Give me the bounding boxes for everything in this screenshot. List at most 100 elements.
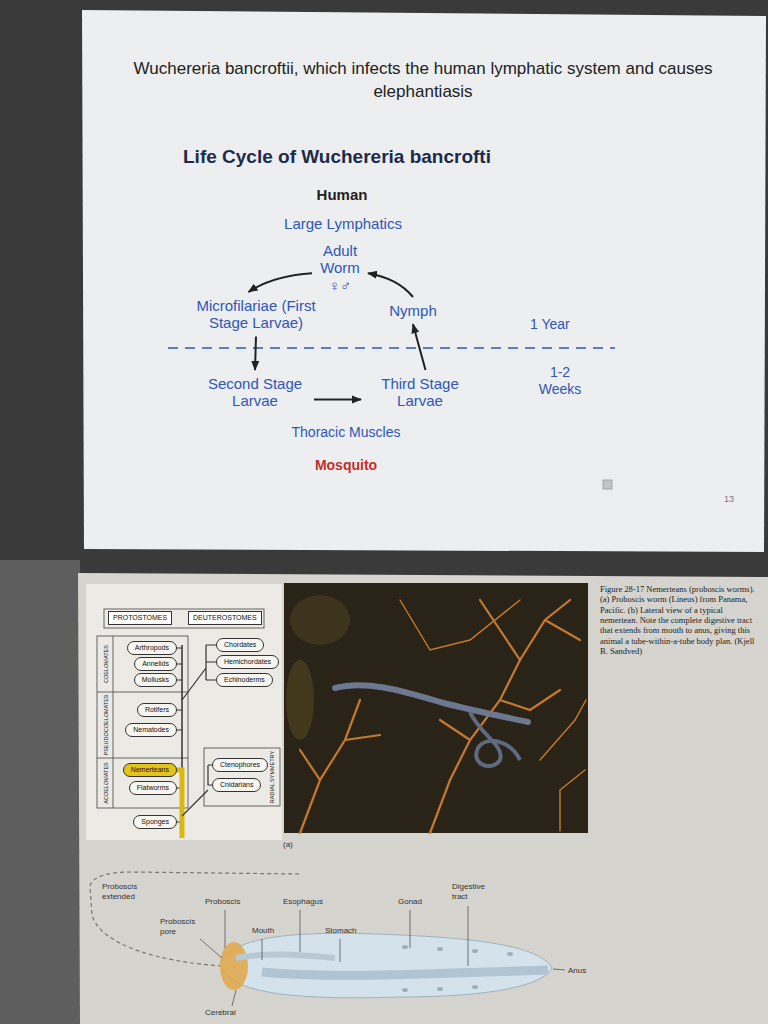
group-label: ACOELOMATES — [103, 762, 110, 803]
taxon-text: Nemerteans — [131, 766, 169, 774]
gonad — [437, 987, 443, 991]
part-label: Proboscis — [205, 897, 240, 907]
taxon-leaf: Sponges — [133, 815, 177, 829]
group-box: DEUTEROSTOMES — [188, 611, 262, 625]
taxon-leaf: Nematodes — [125, 723, 177, 737]
group-divider — [113, 636, 114, 808]
part-label: Mouth — [252, 926, 274, 936]
taxon-leaf: Chordates — [216, 638, 264, 652]
taxon-text: Mollusks — [142, 676, 169, 684]
taxon-text: Chordates — [224, 641, 256, 649]
gonad — [472, 985, 478, 989]
group-divider — [97, 692, 188, 693]
group-label: PSEUDOCOELOMATES — [103, 694, 110, 755]
desk-edge — [0, 560, 80, 1024]
taxon-text: Cnidarians — [220, 781, 253, 789]
photo-texture — [290, 595, 350, 645]
cycle-arrow — [314, 399, 361, 401]
group-frame — [204, 748, 280, 806]
cycle-arrow — [368, 273, 413, 297]
photo-texture — [286, 660, 314, 740]
group-divider — [97, 758, 188, 759]
taxon-text: Annelids — [142, 660, 169, 668]
host-divider — [168, 347, 615, 349]
duration-label: 1 Year — [530, 316, 570, 333]
coral-branch — [300, 700, 380, 833]
part-label: Digestive tract — [452, 882, 498, 901]
taxon-leaf: Echinoderms — [216, 673, 273, 687]
life-stage: Nymph — [387, 301, 439, 320]
slide-number: 13 — [724, 494, 734, 505]
highlight-branch — [176, 770, 182, 838]
group-frame — [97, 636, 188, 808]
cycle-arrow — [413, 324, 426, 370]
taxon-leaf: Flatworms — [129, 781, 177, 795]
book-page — [78, 573, 768, 1024]
digestive-tract — [262, 970, 548, 975]
gonad — [402, 988, 408, 992]
leader-lines — [200, 906, 565, 1006]
host-label: Mosquito — [315, 457, 377, 474]
taxon-text: Flatworms — [137, 784, 169, 792]
part-label: Esophagus — [283, 897, 323, 907]
part-label: Proboscis pore — [160, 917, 202, 936]
taxon-leaf: Mollusks — [134, 673, 177, 687]
stage-text: Third Stage Larvae — [367, 375, 473, 410]
taxon-text: Echinoderms — [224, 676, 265, 684]
gonads — [402, 945, 513, 992]
taxon-text: Sponges — [141, 818, 169, 826]
worm-body — [220, 933, 552, 997]
gonad — [402, 945, 408, 949]
worm-head — [220, 942, 248, 990]
worm-coil — [470, 712, 520, 766]
life-stage: Adult Worm ♀♂ — [316, 241, 364, 295]
tree-branch — [182, 645, 216, 700]
taxon-leaf: Ctenophores — [212, 758, 268, 772]
part-label: Stomach — [325, 926, 357, 936]
tree-branch — [182, 765, 212, 816]
stage-text: Microfilariae (First Stage Larvae) — [183, 297, 329, 332]
part-label: Proboscis extended — [102, 882, 160, 901]
figure-caption: Figure 28-17 Nemerteans (proboscis worms… — [600, 584, 762, 657]
taxon-text: Rotifers — [145, 706, 169, 714]
cycle-arrow — [249, 273, 313, 292]
proboscis — [236, 955, 335, 958]
taxon-leaf: Rotifers — [137, 703, 177, 717]
slide-icon — [603, 480, 612, 489]
heading-frame — [104, 609, 264, 628]
life-stage: Third Stage Larvae — [365, 374, 475, 411]
part-label: Cerebral — [205, 1008, 236, 1018]
taxon-leaf: Cnidarians — [212, 778, 261, 792]
group-label: COELOMATES — [103, 645, 110, 683]
taxon-text: Ctenophores — [220, 761, 260, 769]
taxon-leaf: Nemerteans — [123, 763, 177, 777]
stage-text: Nymph — [389, 302, 437, 319]
gonad — [437, 947, 443, 951]
taxon-text: Arthropods — [135, 644, 169, 652]
taxon-leaf: Hemichordates — [216, 655, 279, 669]
group-label: RADIAL SYMMETRY — [269, 751, 276, 803]
life-stage: Microfilariae (First Stage Larvae) — [181, 296, 331, 333]
site-label: Thoracic Muscles — [292, 424, 401, 441]
stage-text: Second Stage Larvae — [202, 375, 308, 410]
stage-text: Adult Worm ♀♂ — [318, 242, 362, 294]
coral-branches — [300, 600, 586, 833]
panel-letter: (a) — [283, 840, 293, 850]
cycle-arrow — [255, 337, 256, 371]
gonad — [472, 949, 478, 953]
gonad — [507, 952, 513, 956]
life-stage: Second Stage Larvae — [200, 374, 310, 411]
taxon-leaf: Arthropods — [127, 641, 177, 655]
taxon-leaf: Annelids — [134, 657, 177, 671]
taxon-text: PROTOSTOMES — [113, 614, 167, 622]
site-label: Large Lymphatics — [284, 215, 402, 233]
diagram-heading: Life Cycle of Wuchereria bancrofti — [183, 146, 491, 169]
group-box: PROTOSTOMES — [108, 611, 172, 625]
projected-slide — [82, 10, 766, 552]
slide-title: Wuchereria bancroftii, which infects the… — [128, 58, 718, 104]
host-label: Human — [317, 186, 368, 204]
taxon-text: DEUTEROSTOMES — [193, 614, 257, 622]
duration-label: 1-2 Weeks — [529, 364, 591, 398]
